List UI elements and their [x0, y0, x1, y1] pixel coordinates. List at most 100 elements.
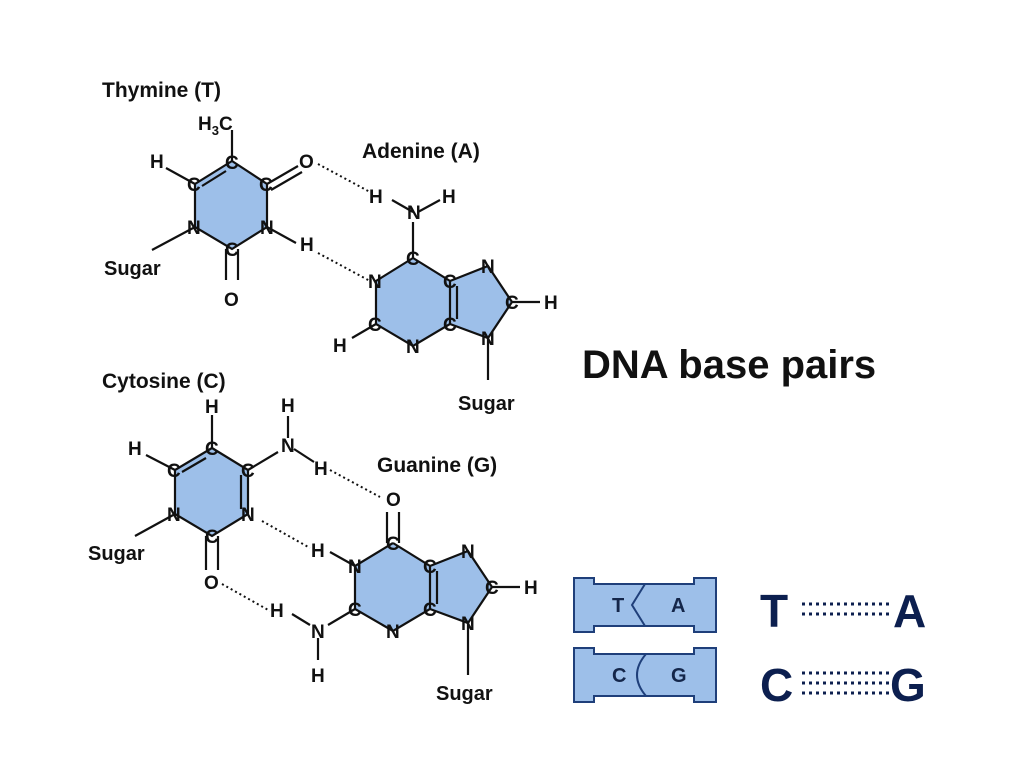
- hydrogen-bond-c-g-1: [329, 469, 381, 498]
- cytosine-h4b: H: [314, 459, 328, 480]
- adenine-nh-right: [417, 199, 441, 213]
- guanine-five-ring: [430, 551, 492, 623]
- thymine-molecule: C C N C N C H O O H H3C: [150, 114, 314, 311]
- thymine-double-bond: [201, 170, 227, 187]
- adenine-five-ring: [450, 266, 512, 338]
- hydrogen-bond-t-a-1: [317, 163, 371, 193]
- guanine-nh-bond: [329, 551, 356, 567]
- cytosine-c4: C: [241, 461, 255, 482]
- pair-shape-c-g: [636, 653, 647, 697]
- hydrogen-bond-t-a-2: [317, 252, 371, 282]
- guanine-amino-bond: [327, 608, 356, 626]
- cytosine-ring: [175, 448, 248, 536]
- pair-letter-c: C: [612, 665, 626, 687]
- adenine-c2h-bond: [351, 323, 377, 339]
- guanine-h2a: H: [270, 601, 284, 622]
- guanine-n3: N: [386, 622, 400, 643]
- cytosine-h6: H: [128, 439, 142, 460]
- adenine-c5: C: [443, 272, 457, 293]
- thymine-nh-bond: [266, 226, 297, 244]
- adenine-label: Adenine (A): [362, 140, 480, 163]
- cytosine-o2: O: [204, 573, 219, 594]
- thymine-n3: N: [260, 218, 274, 239]
- guanine-n9: N: [461, 614, 475, 635]
- thymine-c4: C: [259, 175, 273, 196]
- schematic-pair-t-a: T A: [573, 577, 717, 633]
- thymine-sugar-bond: [151, 226, 196, 251]
- thymine-h6: H: [150, 152, 164, 173]
- thymine-c6: C: [187, 175, 201, 196]
- adenine-n7: N: [481, 257, 495, 278]
- adenine-six-ring: [376, 258, 450, 346]
- cytosine-n4: N: [281, 436, 295, 457]
- adenine-h8: H: [544, 293, 558, 314]
- guanine-h1: H: [311, 541, 325, 562]
- thymine-o2: O: [224, 290, 239, 311]
- adenine-c8: C: [505, 293, 519, 314]
- adenine-c4: C: [443, 315, 457, 336]
- cytosine-n1: N: [167, 505, 181, 526]
- thymine-ring: [195, 161, 267, 249]
- adenine-molecule: C C C N C N N C N H N H H H: [333, 187, 558, 380]
- hydrogen-bond-c-g-2: [261, 520, 311, 549]
- cytosine-c2: C: [205, 527, 219, 548]
- guanine-c5: C: [423, 557, 437, 578]
- guanine-c2: C: [348, 600, 362, 621]
- guanine-nh-left: [291, 613, 311, 626]
- legend-letter-c: C: [760, 659, 793, 711]
- cytosine-n3: N: [241, 505, 255, 526]
- guanine-molecule: C C C N C N N C N H O H N H H: [270, 490, 538, 687]
- adenine-n6: N: [407, 203, 421, 224]
- legend-letter-g: G: [890, 659, 926, 711]
- guanine-c4: C: [423, 600, 437, 621]
- thymine-h3: H: [300, 235, 314, 256]
- sugar-label-guanine: Sugar: [436, 683, 493, 705]
- sugar-label-adenine: Sugar: [458, 393, 515, 415]
- legend-pair-c-g: C G: [760, 659, 926, 711]
- adenine-n3: N: [406, 337, 420, 358]
- legend-letter-a: A: [893, 585, 926, 637]
- thymine-label: Thymine (T): [102, 79, 221, 102]
- guanine-six-ring: [355, 543, 430, 631]
- thymine-c5: C: [225, 153, 239, 174]
- legend-letter-t: T: [760, 585, 788, 637]
- adenine-h6a: H: [369, 187, 383, 208]
- sugar-label-cytosine: Sugar: [88, 543, 145, 565]
- adenine-c2: C: [368, 315, 382, 336]
- guanine-c6: C: [386, 534, 400, 555]
- guanine-c8: C: [485, 578, 499, 599]
- adenine-h6b: H: [442, 187, 456, 208]
- cytosine-c5: C: [205, 439, 219, 460]
- sugar-label-thymine: Sugar: [104, 258, 161, 280]
- cytosine-molecule: C C N C N C H H N H H O: [128, 396, 328, 594]
- adenine-h2: H: [333, 336, 347, 357]
- cytosine-amino-bond: [247, 451, 279, 471]
- guanine-n1: N: [348, 557, 362, 578]
- guanine-label: Guanine (G): [377, 454, 497, 477]
- guanine-n7: N: [461, 542, 475, 563]
- guanine-o6: O: [386, 490, 401, 511]
- pair-box-t-a: [573, 577, 717, 633]
- thymine-carbonyl-bond: [266, 165, 299, 185]
- schematic-pair-c-g: C G: [573, 647, 717, 703]
- cytosine-h5: H: [205, 397, 219, 418]
- thymine-n1: N: [187, 218, 201, 239]
- hydrogen-bond-c-g-3: [221, 583, 271, 612]
- cytosine-nh-right: [293, 448, 315, 463]
- cytosine-h4a: H: [281, 396, 295, 417]
- pair-letter-t: T: [612, 595, 624, 617]
- adenine-n1: N: [368, 272, 382, 293]
- pair-letter-a: A: [671, 595, 685, 617]
- guanine-n2: N: [311, 622, 325, 643]
- pair-box-c-g: [573, 647, 717, 703]
- diagram-title: DNA base pairs: [582, 343, 876, 387]
- adenine-n9: N: [481, 329, 495, 350]
- adenine-c6: C: [406, 249, 420, 270]
- thymine-carbonyl-bond-2: [270, 171, 303, 191]
- thymine-c2: C: [225, 240, 239, 261]
- adenine-nh-left: [391, 199, 414, 213]
- pair-shape-t-a: [630, 583, 646, 627]
- pair-letter-g: G: [671, 665, 687, 687]
- guanine-h8: H: [524, 578, 538, 599]
